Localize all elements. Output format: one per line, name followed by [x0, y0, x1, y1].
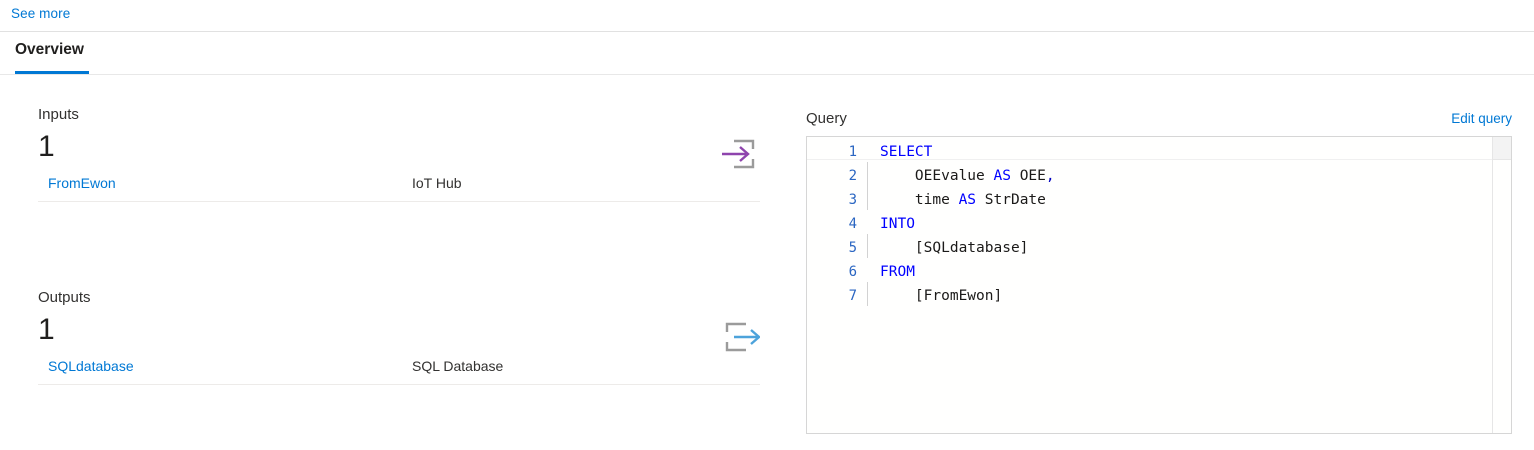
code-token: AS: [958, 192, 977, 208]
code-text: time AS StrDate: [867, 186, 1046, 212]
code-token: time: [880, 192, 959, 208]
line-number: 4: [848, 216, 857, 232]
query-header: Query Edit query: [806, 110, 1512, 132]
tab-strip: Overview: [0, 32, 1534, 75]
code-text: [FromEwon]: [867, 282, 1003, 308]
code-token: [FromEwon]: [880, 288, 1003, 304]
code-line: 4 INTO: [807, 212, 1055, 236]
vertical-scrollbar[interactable]: [1492, 137, 1493, 433]
outputs-count: 1: [38, 313, 56, 346]
indent-guide: [867, 162, 868, 186]
outputs-block: Outputs 1 SQLdatabase SQL Database: [38, 288, 761, 385]
code-line: 7 [FromEwon]: [807, 282, 1055, 308]
tab-overview[interactable]: Overview: [15, 41, 84, 58]
line-number: 2: [848, 168, 857, 184]
code-line: 2 OEEvalue AS OEE,: [807, 162, 1055, 188]
line-number: 1: [848, 144, 857, 160]
output-arrow-icon: [720, 320, 761, 354]
outputs-title: Outputs: [38, 289, 91, 306]
editor-top-divider: [807, 159, 1511, 160]
code-line: 5 [SQLdatabase]: [807, 234, 1055, 260]
inputs-title: Inputs: [38, 106, 79, 123]
code-token: AS: [993, 168, 1011, 184]
code-text: INTO: [867, 212, 915, 236]
scrollbar-corner: [1493, 137, 1511, 160]
table-row[interactable]: FromEwon IoT Hub: [38, 175, 760, 202]
query-label: Query: [806, 110, 847, 127]
line-number: 5: [848, 240, 857, 256]
code-text: OEEvalue AS OEE,: [867, 162, 1055, 188]
output-type-label: SQL Database: [412, 358, 504, 374]
code-token: StrDate: [976, 192, 1046, 208]
code-text: FROM: [867, 260, 915, 284]
line-number: 7: [848, 288, 857, 304]
tab-overview-indicator: [15, 71, 89, 74]
code-token: OEEvalue: [880, 168, 994, 184]
input-type-label: IoT Hub: [412, 175, 462, 191]
query-panel: Query Edit query 1 SELECT 2 OEEvalue AS OE…: [806, 110, 1512, 434]
code-line: 3 time AS StrDate: [807, 186, 1055, 212]
code-token: INTO: [880, 216, 915, 232]
code-text: [SQLdatabase]: [867, 234, 1029, 260]
code-token: FROM: [880, 264, 915, 280]
io-summary-panel: Inputs 1 FromEwon IoT Hub Outputs 1: [38, 105, 761, 385]
code-token: SELECT: [880, 144, 933, 160]
indent-guide: [867, 282, 868, 306]
code-token: [SQLdatabase]: [880, 240, 1029, 256]
line-number: 6: [848, 264, 857, 280]
output-name-link[interactable]: SQLdatabase: [48, 358, 134, 374]
see-more-link[interactable]: See more: [11, 6, 71, 21]
input-name-link[interactable]: FromEwon: [48, 175, 116, 191]
code-token: OEE: [1010, 168, 1046, 184]
indent-guide: [867, 234, 868, 258]
inputs-count: 1: [38, 130, 56, 163]
code-text: SELECT: [867, 140, 932, 164]
edit-query-link[interactable]: Edit query: [1451, 111, 1512, 126]
code-line: 6 FROM: [807, 260, 1055, 284]
inputs-block: Inputs 1 FromEwon IoT Hub: [38, 105, 760, 202]
code-line: 1 SELECT: [807, 140, 1055, 164]
indent-guide: [867, 186, 868, 210]
code-token: ,: [1045, 168, 1055, 184]
table-row[interactable]: SQLdatabase SQL Database: [38, 358, 760, 385]
input-arrow-icon: [720, 137, 760, 171]
line-number: 3: [848, 192, 857, 208]
top-bar: See more: [0, 0, 1534, 32]
